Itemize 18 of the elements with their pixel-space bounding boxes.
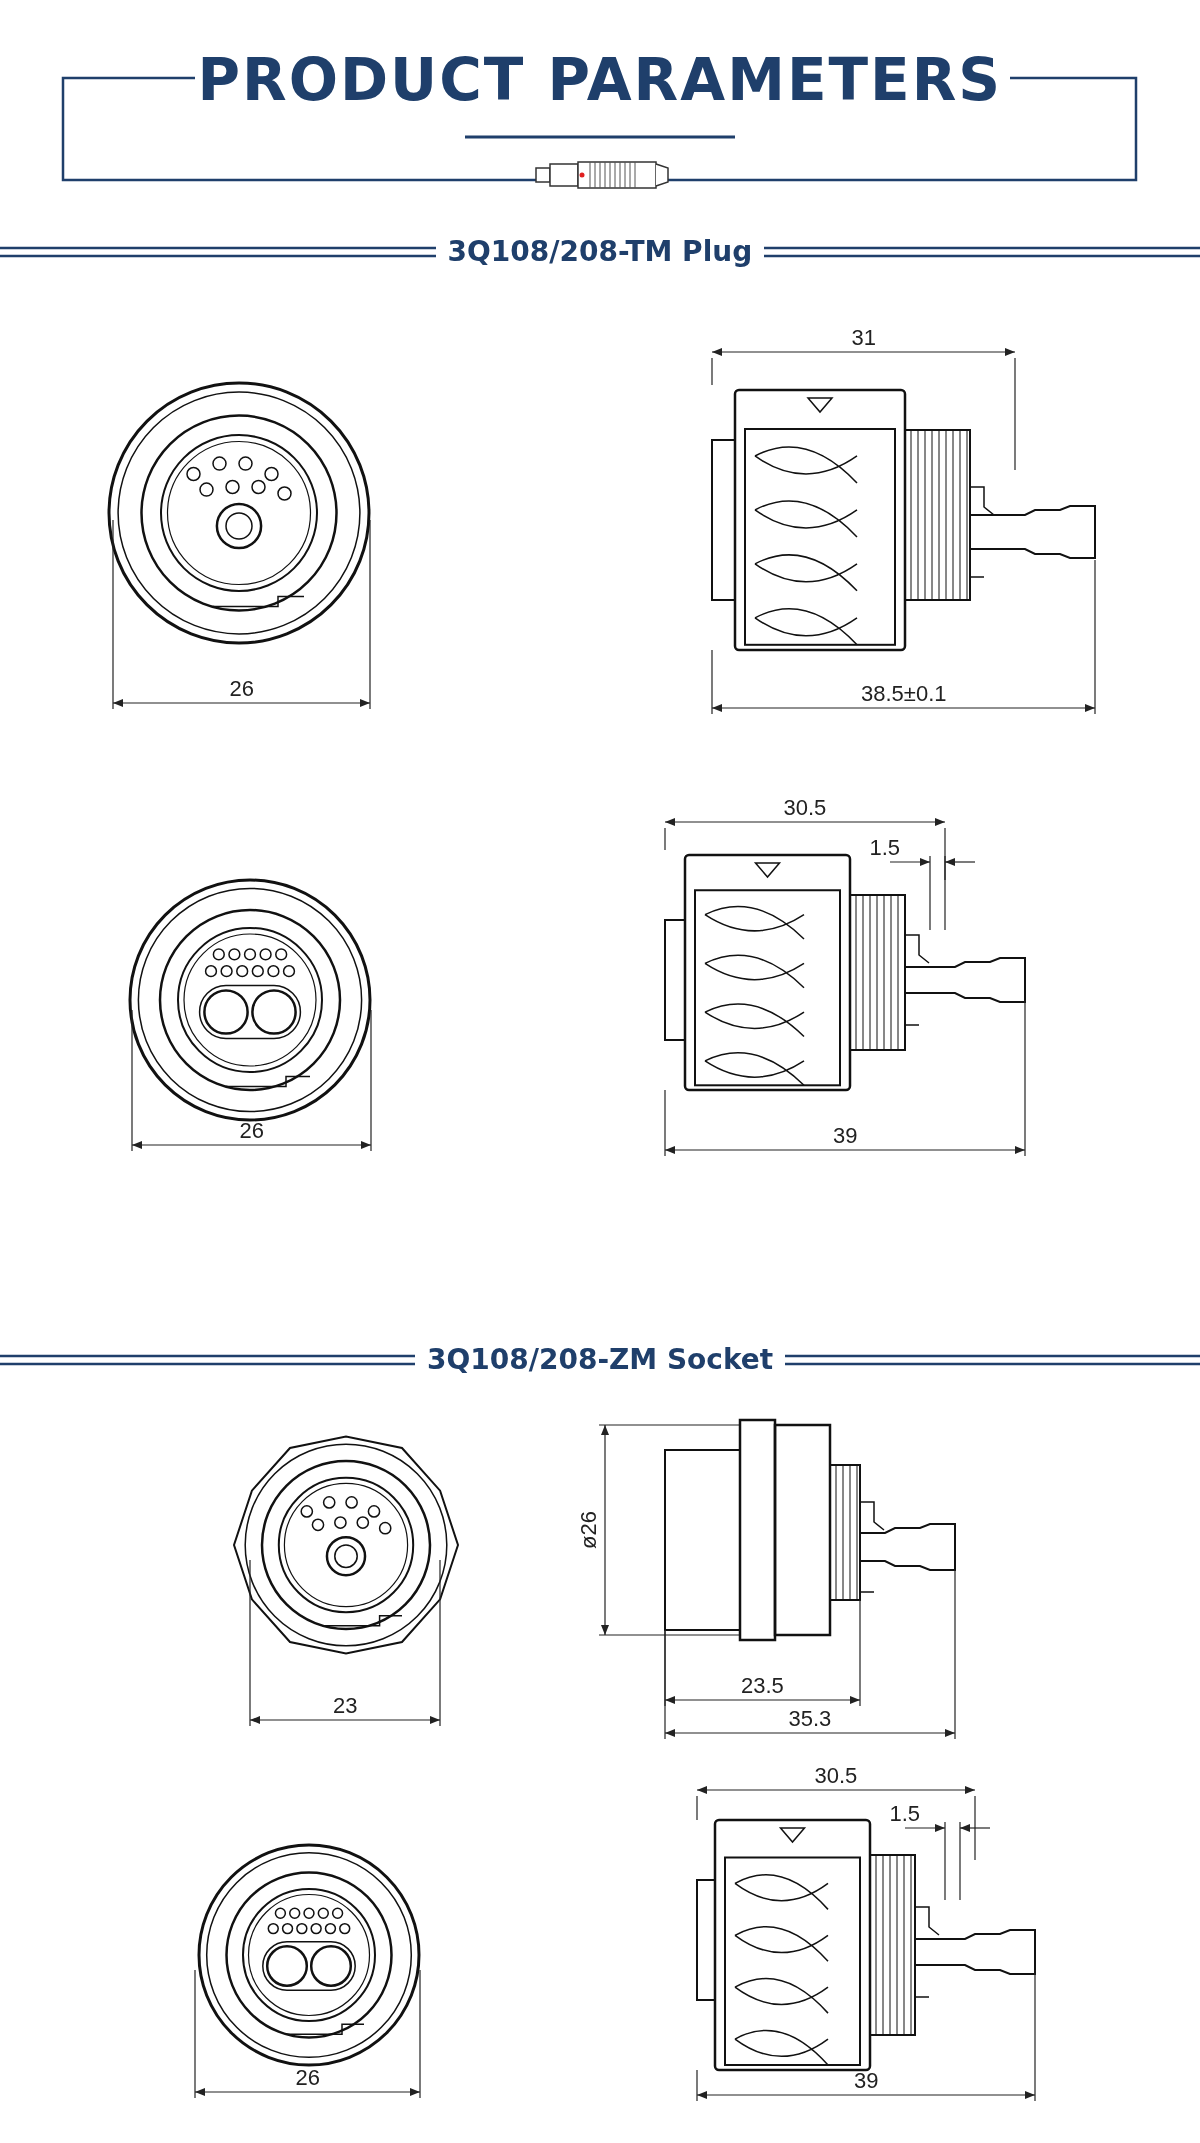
section-heading: 3Q108/208-ZM Socket xyxy=(415,1346,786,1374)
dimension-label: 26 xyxy=(239,1120,264,1142)
dimension-label: 39 xyxy=(854,2070,879,2092)
section-heading: 3Q108/208-TM Plug xyxy=(435,238,765,266)
dimension-label: 26 xyxy=(229,678,254,700)
dimension-label: 30.5 xyxy=(814,1765,858,1787)
dimension-label: ø26 xyxy=(578,1511,600,1549)
page-title: PRODUCT PARAMETERS xyxy=(197,51,1003,109)
dimension-label: 23.5 xyxy=(741,1675,784,1697)
dimension-label: 35.3 xyxy=(788,1708,832,1730)
dimension-label: 31 xyxy=(851,327,876,349)
dimension-label: 1.5 xyxy=(869,837,901,859)
dimension-label: 30.5 xyxy=(783,797,827,819)
dimension-label: 38.5±0.1 xyxy=(861,683,947,705)
dimension-label: 1.5 xyxy=(889,1803,921,1825)
dimension-label: 23 xyxy=(333,1695,358,1717)
dimension-label: 39 xyxy=(833,1125,858,1147)
dimension-label: 26 xyxy=(295,2067,320,2089)
